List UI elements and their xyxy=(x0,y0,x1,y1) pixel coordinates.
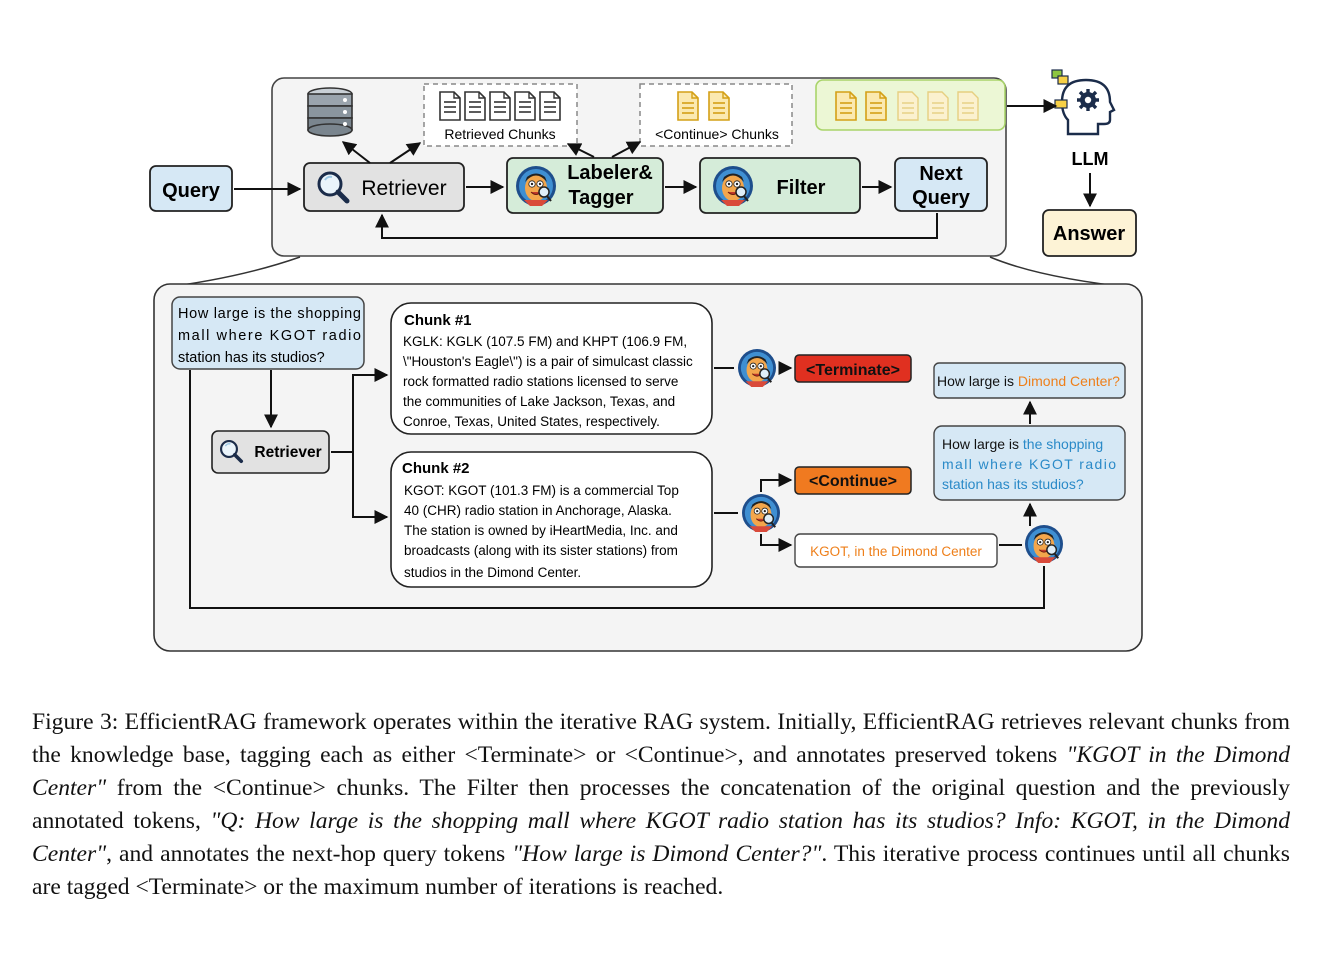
chunk1-box xyxy=(390,302,713,435)
next-query-result-highlight: Dimond Center? xyxy=(1018,373,1120,389)
detail-retriever-label: Retriever xyxy=(254,444,321,461)
continue-chunks-label: <Continue> Chunks xyxy=(655,126,779,142)
retrieved-chunks-docs-icon xyxy=(439,91,561,121)
filter-avatar-icon-detail xyxy=(1024,524,1064,564)
question-line-2: mall where KGOT radio xyxy=(178,328,361,344)
next-query-result-prefix: How large is xyxy=(937,373,1014,389)
caption-italic-2: "Q: How large is the shopping mall where… xyxy=(32,808,1291,867)
terminate-tag-label: <Terminate> xyxy=(806,362,900,379)
caption-italic-1: "KGOT in the Dimond Center" xyxy=(32,742,1290,801)
next-query-result-text: How large is Dimond Center? xyxy=(937,373,1120,389)
combined-prefix: How large is xyxy=(942,436,1019,452)
combined-line-2: mall where KGOT radio xyxy=(942,456,1116,472)
labeler-label-line2: Tagger xyxy=(568,187,633,209)
figure-caption: Figure 3: EfficientRAG framework operate… xyxy=(32,706,1290,904)
filter-avatar-icon xyxy=(712,165,754,207)
top-flow-arrows xyxy=(234,99,1097,239)
next-query-line2: Query xyxy=(912,187,971,209)
query-node xyxy=(149,165,233,212)
preserved-tokens-box xyxy=(794,533,998,568)
chunk2-line-3: The station is owned by iHeartMedia, Inc… xyxy=(404,523,678,538)
query-label: Query xyxy=(162,180,221,202)
detail-flow-arrows xyxy=(189,361,1045,609)
chunk1-line-3: rock formatted radio stations licensed t… xyxy=(403,374,678,389)
retriever-label: Retriever xyxy=(361,177,446,200)
preserved-tokens-text: KGOT, in the Dimond Center xyxy=(810,544,982,559)
combined-question-box xyxy=(933,425,1126,501)
chunk1-line-1: KGLK: KGLK (107.5 FM) and KHPT (106.9 FM… xyxy=(403,334,687,349)
question-line-1: How large is the shopping xyxy=(178,306,361,322)
answer-label: Answer xyxy=(1053,223,1125,245)
efficientrag-diagram: Retrieved Chunks <Continue> Chunks LLM Q… xyxy=(149,68,1143,652)
chunk1-line-5: Conroe, Texas, United States, respective… xyxy=(403,414,660,429)
chunk2-line-2: 40 (CHR) radio station in Anchorage, Ala… xyxy=(404,503,672,518)
caption-part-3: , and annotates the next-hop query token… xyxy=(106,841,513,867)
llm-head-icon xyxy=(1050,68,1116,136)
caption-part-2: from the <Continue> chunks. The Filter t… xyxy=(32,775,1290,834)
labeler-avatar-chunk1-icon xyxy=(737,348,777,388)
labeler-avatar-chunk2-icon xyxy=(741,493,781,533)
chunk2-title: Chunk #2 xyxy=(402,460,470,477)
caption-part-4: . This iterative process continues until… xyxy=(32,841,1290,900)
chunk2-line-1: KGOT: KGOT (101.3 FM) is a commercial To… xyxy=(404,483,679,498)
caption-part-1: Figure 3: EfficientRAG framework operate… xyxy=(32,709,1290,768)
labeler-label-line1: Labeler& xyxy=(567,162,653,184)
question-line-3: station has its studios? xyxy=(178,350,325,366)
filter-label: Filter xyxy=(777,177,826,199)
chunk1-title: Chunk #1 xyxy=(404,312,472,329)
terminate-tag xyxy=(794,354,912,383)
question-box xyxy=(171,296,365,370)
continue-tag-label: <Continue> xyxy=(809,473,897,490)
combined-line-3: station has its studios? xyxy=(942,476,1084,492)
next-query-result-box xyxy=(933,362,1126,399)
chunk2-line-4: broadcasts (along with its sister statio… xyxy=(404,543,678,558)
chunk1-line-2: \"Houston's Eagle\") is a pair of simulc… xyxy=(403,354,693,369)
llm-label: LLM xyxy=(1072,149,1109,169)
next-query-line1: Next xyxy=(919,163,963,185)
combined-line-1: How large is the shopping xyxy=(942,436,1103,452)
labeler-avatar-icon xyxy=(515,165,557,207)
next-query-node xyxy=(894,157,988,212)
answer-node xyxy=(1042,209,1137,257)
database-icon xyxy=(307,87,353,137)
retrieved-chunks-label: Retrieved Chunks xyxy=(444,126,555,142)
chunk2-line-5: studios in the Dimond Center. xyxy=(404,565,581,580)
continue-tag xyxy=(794,466,912,495)
chunk2-box xyxy=(390,451,713,588)
caption-italic-3: "How large is Dimond Center?" xyxy=(512,841,822,867)
chunk1-line-4: the communities of Lake Jackson, Texas, … xyxy=(403,394,675,409)
combined-rest-1: the shopping xyxy=(1023,436,1103,452)
